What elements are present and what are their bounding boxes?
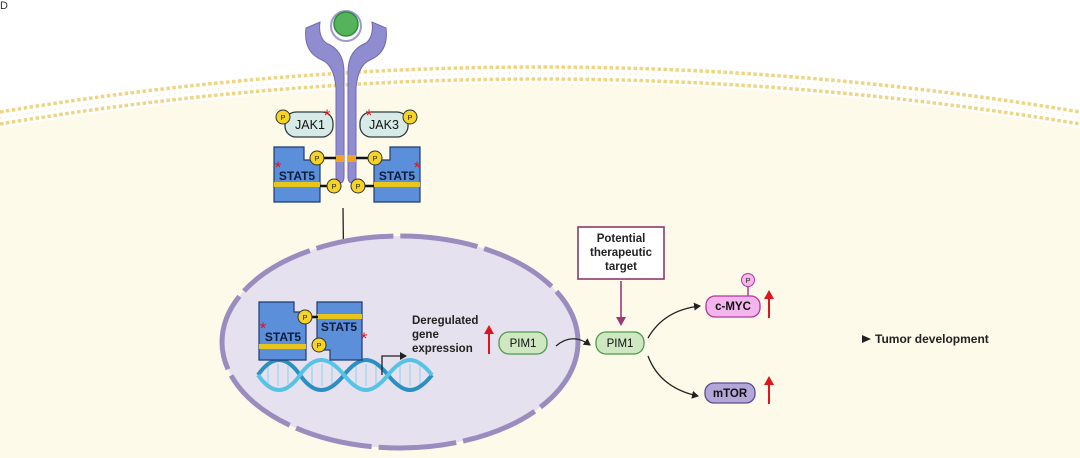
membrane-outer-leaflet [0, 65, 1080, 114]
pim1-nuclear: PIM1 [498, 331, 548, 355]
deregulated-line-3: expression [412, 343, 473, 355]
cmyc-label: c-MYC [715, 301, 751, 313]
pim1-cytoplasm: PIM1 [595, 331, 645, 355]
up-arrow-mtor [764, 376, 774, 404]
jak1-kinase: JAK1 [284, 111, 334, 138]
stat5-right-membrane: STAT5 [373, 146, 421, 203]
deregulated-line-1: Deregulated [412, 315, 478, 327]
phospho-stat-right-bottom: P [350, 178, 366, 194]
svg-text:P: P [314, 154, 319, 163]
star-stat-left: * [275, 158, 282, 177]
arrow-to-cmyc [647, 302, 701, 339]
arrow-to-outcome-head [862, 335, 871, 343]
star-stat-right: * [414, 158, 421, 177]
jak3-kinase: JAK3 [359, 111, 409, 138]
svg-text:P: P [302, 313, 307, 322]
target-line-2: therapeutic [590, 247, 653, 259]
phospho-stat-left-top: P [309, 150, 325, 166]
cmyc-phospho: P [745, 276, 750, 285]
svg-text:P: P [372, 154, 377, 163]
ligand [333, 11, 359, 37]
deregulated-line-2: gene [412, 329, 439, 341]
arrow-to-mtor [647, 355, 699, 399]
stat5-left-label: STAT5 [279, 169, 316, 183]
stat5-nuclear-right-label: STAT5 [321, 320, 358, 334]
phospho-stat-left-bottom: P [326, 178, 342, 194]
phospho-nuclear-top: P [297, 309, 313, 325]
transcription-arrow [381, 352, 407, 375]
pim1-cytoplasm-label: PIM1 [607, 338, 634, 350]
dna-helix [256, 358, 434, 392]
membrane-inner-leaflet [0, 77, 1080, 126]
up-arrow-expression [484, 325, 494, 354]
svg-text:P: P [355, 182, 360, 191]
jak3-label: JAK3 [369, 118, 399, 132]
target-line-3: target [605, 261, 637, 273]
star-nuclear-left: * [260, 319, 267, 338]
tumor-development-label: Tumor development [875, 332, 989, 346]
phospho-jak1: P [275, 109, 291, 125]
export-arrow [555, 338, 591, 347]
nucleus [219, 233, 581, 451]
stat5-nuclear-right: STAT5 [316, 301, 363, 361]
star-nuclear-right: * [361, 329, 368, 348]
star-jak1: * [324, 106, 331, 125]
target-line-1: Potential [597, 233, 646, 245]
jak1-label: JAK1 [295, 118, 325, 132]
phospho-nuclear-bottom: P [311, 337, 327, 353]
stat5-nuclear-left-label: STAT5 [265, 330, 302, 344]
stat5-nuclear-left: STAT5 [258, 301, 307, 361]
mtor-protein: mTOR [704, 382, 756, 404]
svg-text:P: P [407, 113, 412, 122]
pim1-nuclear-label: PIM1 [510, 338, 537, 350]
phospho-stat-right-top: P [367, 150, 383, 166]
stat5-right-label: STAT5 [379, 169, 416, 183]
cmyc-protein: P c-MYC [705, 273, 761, 318]
phospho-jak3: P [402, 109, 418, 125]
svg-text:P: P [331, 182, 336, 191]
therapeutic-target-box: Potential therapeutic target [577, 226, 665, 280]
mtor-label: mTOR [713, 388, 748, 400]
star-jak3: * [366, 106, 373, 125]
membrane-tails [0, 72, 1080, 119]
svg-text:P: P [280, 113, 285, 122]
up-arrow-cmyc [764, 290, 774, 318]
panel-letter: D [0, 0, 8, 12]
svg-text:P: P [316, 341, 321, 350]
